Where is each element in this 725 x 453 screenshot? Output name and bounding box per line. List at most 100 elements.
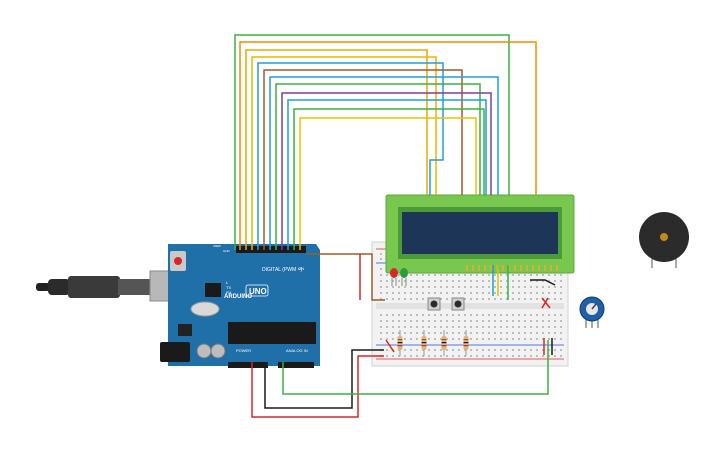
breadboard-hole	[512, 326, 514, 328]
breadboard-hole	[392, 320, 394, 322]
arduino-uno-board[interactable]: DIGITAL (PWM ~) AREF GND TX RX L ON ARDU…	[160, 244, 320, 368]
breadboard-hole	[398, 332, 400, 334]
breadboard-hole	[482, 320, 484, 322]
breadboard-hole	[482, 355, 484, 357]
breadboard-hole	[458, 314, 460, 316]
power-header[interactable]	[228, 362, 268, 368]
breadboard-hole	[440, 274, 442, 276]
breadboard-hole	[452, 314, 454, 316]
breadboard-hole	[500, 320, 502, 322]
breadboard-hole	[446, 338, 448, 340]
breadboard-hole	[398, 355, 400, 357]
breadboard-hole	[512, 280, 514, 282]
breadboard-hole	[404, 280, 406, 282]
breadboard-hole	[392, 314, 394, 316]
breadboard-hole	[398, 320, 400, 322]
breadboard-hole	[512, 338, 514, 340]
resistor[interactable]	[463, 330, 469, 356]
breadboard-hole	[470, 274, 472, 276]
breadboard-hole	[416, 355, 418, 357]
wire-orange	[239, 41, 537, 250]
led-green[interactable]	[400, 268, 408, 286]
breadboard-hole	[530, 274, 532, 276]
breadboard-hole	[440, 355, 442, 357]
breadboard-hole	[548, 280, 550, 282]
resistor[interactable]	[397, 330, 403, 356]
breadboard-hole	[434, 338, 436, 340]
breadboard-hole	[506, 338, 508, 340]
power-label: POWER	[236, 348, 251, 353]
breadboard-hole	[548, 292, 550, 294]
breadboard-hole	[488, 298, 490, 300]
breadboard-hole	[464, 332, 466, 334]
breadboard-hole	[554, 338, 556, 340]
breadboard-hole	[398, 298, 400, 300]
analog-header[interactable]	[278, 362, 314, 368]
breadboard-hole	[434, 286, 436, 288]
breadboard-hole	[518, 349, 520, 351]
usb-cable[interactable]	[36, 270, 187, 302]
breadboard-hole	[470, 349, 472, 351]
breadboard-hole	[536, 338, 538, 340]
lcd-pin	[550, 265, 552, 271]
breadboard-hole	[404, 332, 406, 334]
breadboard-hole	[452, 338, 454, 340]
breadboard-hole	[380, 326, 382, 328]
breadboard-hole	[386, 320, 388, 322]
breadboard-hole	[446, 286, 448, 288]
breadboard-hole	[548, 286, 550, 288]
piezo-buzzer[interactable]	[639, 212, 689, 268]
digital-label: DIGITAL (PWM ~)	[262, 267, 302, 273]
breadboard-hole	[506, 280, 508, 282]
breadboard-hole	[398, 349, 400, 351]
potentiometer[interactable]	[579, 296, 605, 328]
led-red[interactable]	[390, 268, 398, 286]
breadboard-hole	[536, 292, 538, 294]
push-button-1[interactable]	[427, 297, 441, 311]
resistor[interactable]	[441, 330, 447, 356]
breadboard-hole	[494, 332, 496, 334]
breadboard-hole	[482, 338, 484, 340]
breadboard-hole	[386, 280, 388, 282]
breadboard-hole	[410, 314, 412, 316]
breadboard-hole	[488, 280, 490, 282]
breadboard-hole	[464, 286, 466, 288]
breadboard-hole	[488, 332, 490, 334]
push-button-2[interactable]	[451, 297, 465, 311]
breadboard-hole	[560, 332, 562, 334]
breadboard-hole	[554, 332, 556, 334]
breadboard-hole	[446, 314, 448, 316]
analog-label: ANALOG IN	[286, 348, 308, 353]
lcd-screen	[402, 212, 558, 254]
breadboard-hole	[488, 338, 490, 340]
breadboard-hole	[524, 326, 526, 328]
breadboard-hole	[452, 332, 454, 334]
breadboard-hole	[542, 286, 544, 288]
breadboard-hole	[500, 292, 502, 294]
resistor[interactable]	[421, 330, 427, 356]
breadboard-hole	[524, 280, 526, 282]
breadboard-hole	[482, 349, 484, 351]
breadboard-hole	[518, 274, 520, 276]
breadboard-hole	[542, 314, 544, 316]
breadboard-hole	[560, 292, 562, 294]
power-jack[interactable]	[160, 342, 190, 362]
breadboard-hole	[470, 332, 472, 334]
breadboard-hole	[422, 349, 424, 351]
lcd-display[interactable]	[385, 194, 575, 274]
digital-header[interactable]	[236, 246, 306, 253]
breadboard-hole	[482, 298, 484, 300]
breadboard-hole	[476, 286, 478, 288]
breadboard-hole	[554, 314, 556, 316]
breadboard-hole	[500, 286, 502, 288]
breadboard-hole	[536, 274, 538, 276]
breadboard-hole	[428, 286, 430, 288]
breadboard-hole	[464, 355, 466, 357]
breadboard-hole	[554, 274, 556, 276]
breadboard-hole	[440, 280, 442, 282]
breadboard-hole	[464, 326, 466, 328]
breadboard-hole	[446, 320, 448, 322]
wire-yellow-3	[299, 117, 477, 250]
breadboard-hole	[434, 332, 436, 334]
